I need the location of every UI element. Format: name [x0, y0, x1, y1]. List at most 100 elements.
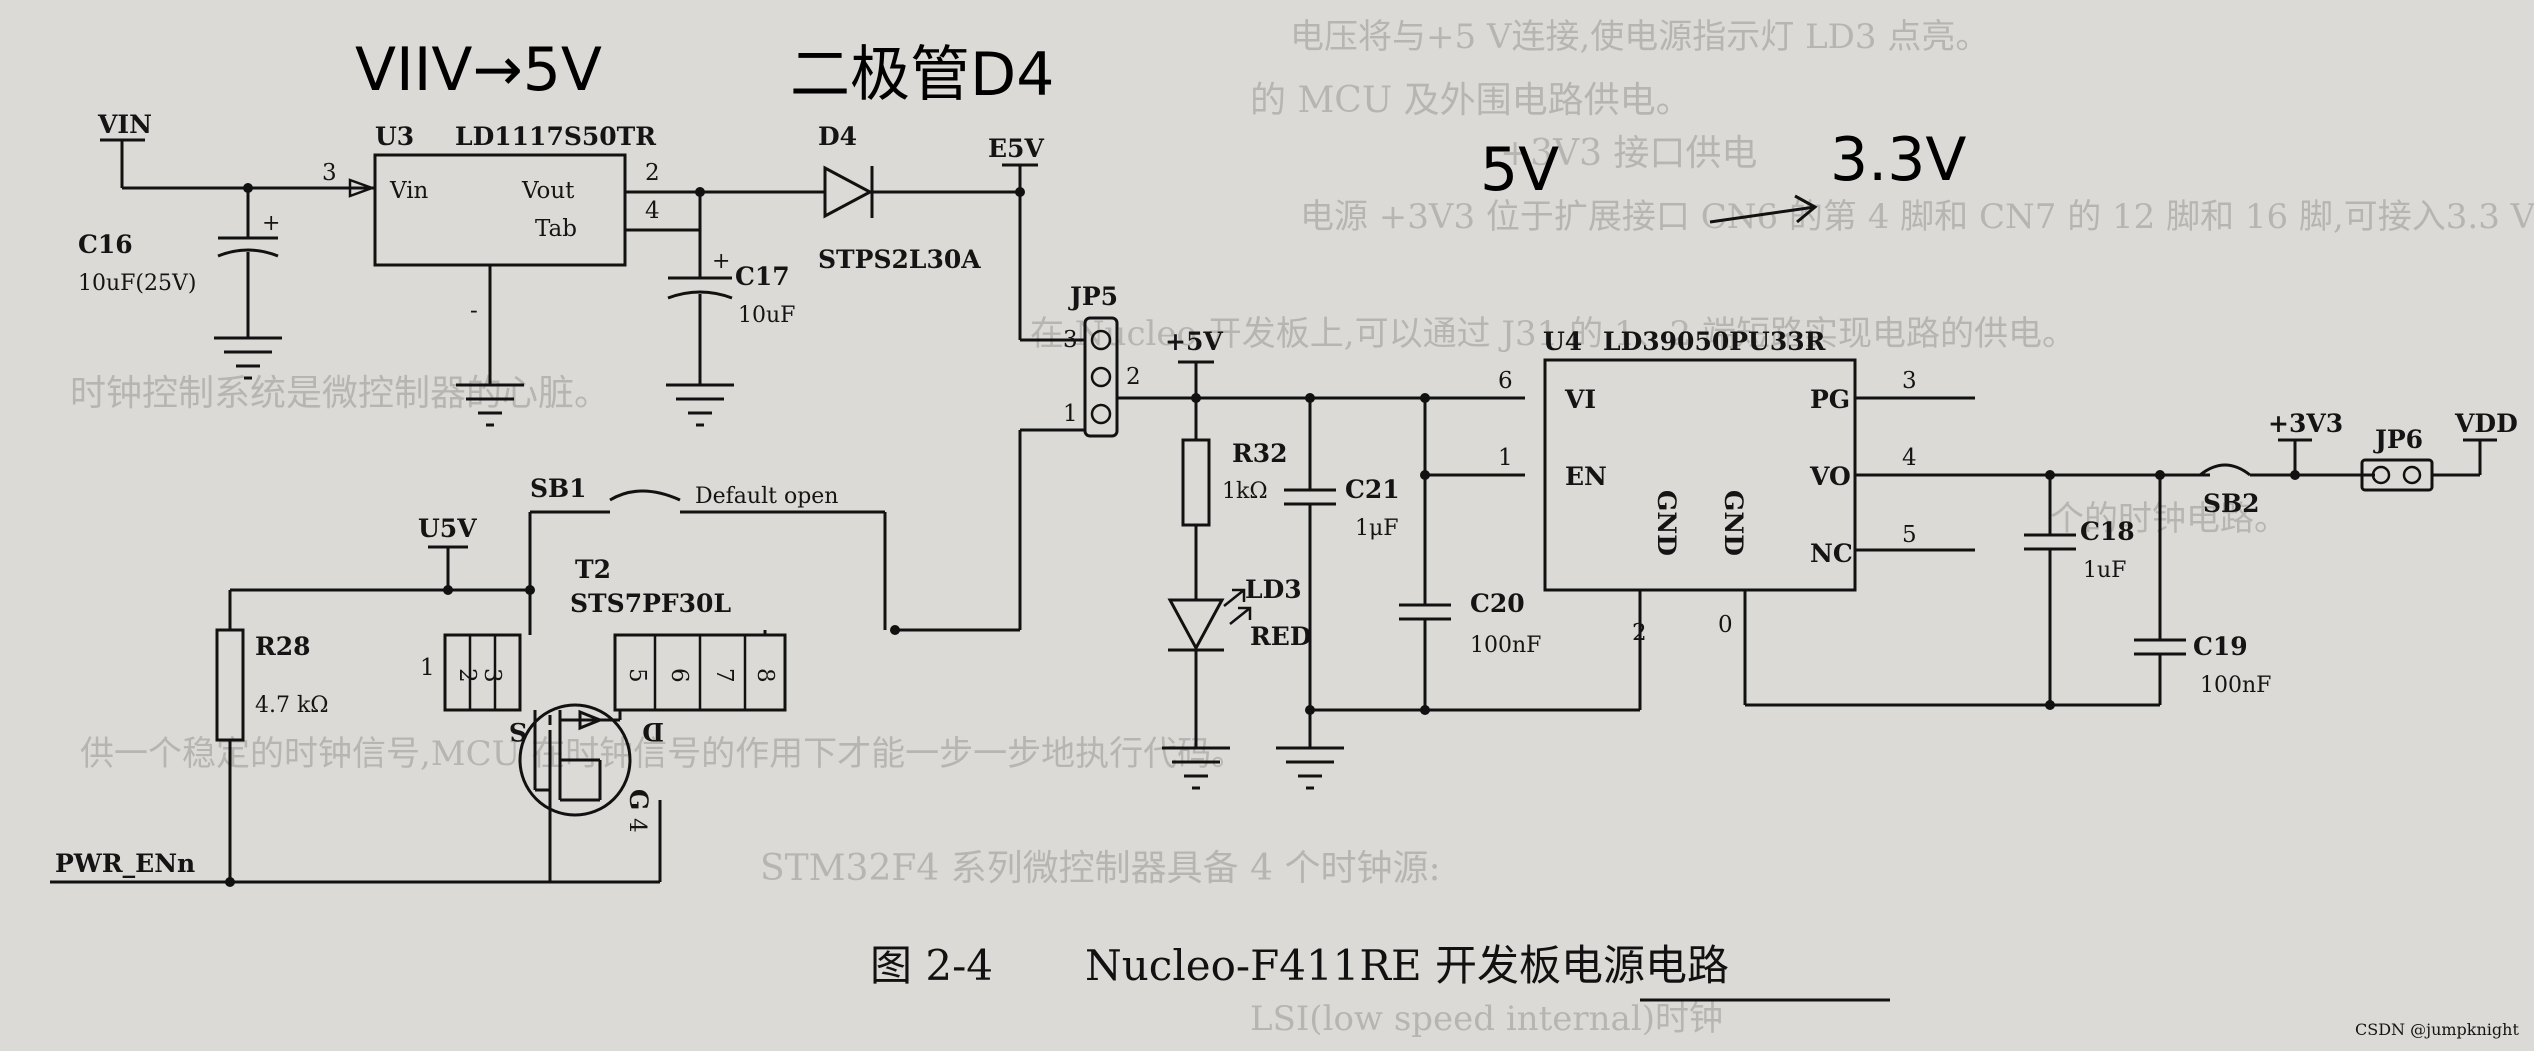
sb2-ref: SB2: [2203, 489, 2260, 518]
net-label-plus5v: +5V: [1165, 327, 1223, 356]
u4-pin-vi: VI: [1564, 385, 1596, 414]
c17-polarity: +: [712, 249, 730, 274]
t2-pin-3: 3: [479, 668, 505, 683]
u4-num-gnd2: 0: [1718, 612, 1733, 638]
c18-value: 1uF: [2083, 558, 2126, 583]
caption-figure-no: 图 2-4: [870, 941, 993, 990]
net-label-vdd: VDD: [2454, 409, 2518, 438]
net-label-plus3v3: +3V3: [2268, 409, 2343, 438]
u3-pin-vout: Vout: [521, 178, 575, 204]
c20-ref: C20: [1470, 589, 1525, 618]
t2-pin-g: G: [624, 789, 653, 810]
u3-pin-num-vout: 2: [645, 160, 660, 186]
c17-ref: C17: [735, 262, 790, 291]
u4-pin-gnd1: GND: [1652, 490, 1681, 556]
sb1-solder-bridge: SB1 Default open: [525, 474, 900, 635]
c16-polarity: +: [262, 211, 280, 236]
handwritten-3v3: 3.3V: [1830, 125, 1966, 195]
u4-num-en: 1: [1498, 445, 1513, 471]
t2-pin-g-num: 4: [624, 818, 650, 833]
u3-gnd-mark: -: [470, 298, 478, 324]
u4-num-pg: 3: [1902, 368, 1917, 394]
jp6-ref: JP6: [2373, 425, 2423, 454]
net-label-pwr-en: PWR_ENn: [55, 849, 195, 878]
t2-pin-d: D: [642, 717, 664, 746]
t2-pin-2: 2: [454, 668, 480, 683]
jp5-pin-2: 2: [1126, 364, 1141, 390]
u3-part: LD1117S50TR: [455, 122, 656, 151]
sb1-ref: SB1: [530, 474, 587, 503]
ld3-ref: LD3: [1245, 575, 1302, 604]
bg-line-5: 在 Nucleo 开发板上,可以通过 J31 的 1、2 端短路实现电路的供电。: [1030, 314, 2076, 354]
jp5-ref: JP5: [1068, 282, 1118, 311]
figure-caption: 图 2-4 Nucleo-F411RE 开发板电源电路: [870, 941, 1890, 1002]
c16-ref: C16: [78, 230, 133, 259]
handwritten-arrow: [1709, 194, 1818, 224]
t2-pin-5: 5: [624, 668, 650, 683]
u4-num-nc: 5: [1902, 522, 1917, 548]
caption-title: Nucleo-F411RE 开发板电源电路: [1085, 941, 1729, 990]
handwritten-vin-to-5v: VIIV→5V: [355, 35, 602, 105]
bg-line-8: 供一个稳定的时钟信号,MCU 在时钟信号的作用下才能一步一步地执行代码。: [80, 734, 1245, 774]
u4-pin-vo: VO: [1809, 462, 1851, 491]
net-label-vin: VIN: [97, 110, 152, 139]
u3-regulator: U3 LD1117S50TR 3 Vin Vout Tab 2 4 -: [322, 122, 702, 427]
u4-num-vi: 6: [1498, 368, 1513, 394]
background-text: 电压将与+5 V连接,使电源指示灯 LD3 点亮。 +3V3 接口供电 在 Nu…: [70, 17, 2534, 1039]
u4-pin-nc: NC: [1810, 539, 1853, 568]
c17-value: 10uF: [738, 303, 795, 328]
c21-capacitor: C21 1μF: [1284, 393, 1400, 710]
t2-pin-1: 1: [420, 655, 435, 681]
c21-ref: C21: [1345, 475, 1400, 504]
c19-value: 100nF: [2200, 673, 2271, 698]
u4-pin-pg: PG: [1810, 385, 1850, 414]
u3-pin-num-vin: 3: [322, 160, 337, 186]
bg-line-1: 电压将与+5 V连接,使电源指示灯 LD3 点亮。: [1290, 17, 1989, 57]
u4-part: LD39050PU33R: [1603, 327, 1826, 356]
sb1-note: Default open: [695, 484, 838, 509]
net-label-u5v: U5V: [418, 514, 477, 543]
r32-resistor: [1181, 438, 1211, 527]
bg-line-10: LSI(low speed internal)时钟: [1250, 999, 1723, 1039]
d4-diode: D4 STPS2L30A: [700, 122, 1020, 274]
c16-capacitor: + C16 10uF(25V): [78, 188, 282, 380]
u3-ground-icon: [456, 383, 524, 427]
t2-pin-6: 6: [666, 668, 692, 683]
t2-pin-s: S: [509, 717, 527, 746]
t2-pin-8: 8: [752, 668, 778, 683]
d4-ref: D4: [818, 122, 857, 151]
t2-mosfet-symbol: [518, 703, 632, 882]
u4-pin-gnd2: GND: [1719, 490, 1748, 556]
u3-ref: U3: [375, 122, 414, 151]
c20-capacitor: C20 100nF: [1276, 393, 1642, 790]
ld3-led: LD3 RED: [1167, 575, 1312, 652]
t2-ref: T2: [575, 555, 611, 584]
sb2-solder-bridge: SB2 +3V3: [2199, 409, 2375, 518]
r28-resistor: R28 4.7 kΩ: [215, 590, 329, 882]
jp5-jumper: JP5 3 2 1: [895, 282, 1525, 632]
bg-line-3: +3V3 接口供电: [1500, 133, 1757, 174]
u3-body: [373, 153, 627, 267]
c19-ref: C19: [2193, 632, 2248, 661]
ld3-ground-icon: [1162, 746, 1230, 790]
d4-part: STPS2L30A: [818, 245, 981, 274]
c16-value: 10uF(25V): [78, 271, 196, 296]
t2-part: STS7PF30L: [570, 589, 731, 618]
pwr-en-net: PWR_ENn: [50, 800, 662, 887]
plus5v-net: +5V R32 1kΩ LD3 RED: [1162, 327, 1312, 790]
r28-value: 4.7 kΩ: [255, 693, 329, 718]
u3-pin-num-tab: 4: [645, 198, 660, 224]
e5v-net: E5V: [988, 134, 1085, 342]
c20-value: 100nF: [1470, 633, 1541, 658]
r28-ref: R28: [255, 632, 311, 661]
c17-capacitor: + C17 10uF: [666, 187, 795, 427]
net-label-e5v: E5V: [988, 134, 1044, 163]
c17-ground-icon: [666, 383, 734, 427]
handwritten-diode-d4: 二极管D4: [790, 40, 1054, 110]
c16-ground-icon: [214, 336, 282, 380]
r32-value: 1kΩ: [1222, 479, 1268, 504]
r32-ref: R32: [1232, 439, 1288, 468]
c19-capacitor: C19 100nF: [2134, 470, 2271, 705]
handwritten-5v: 5V: [1480, 135, 1559, 205]
